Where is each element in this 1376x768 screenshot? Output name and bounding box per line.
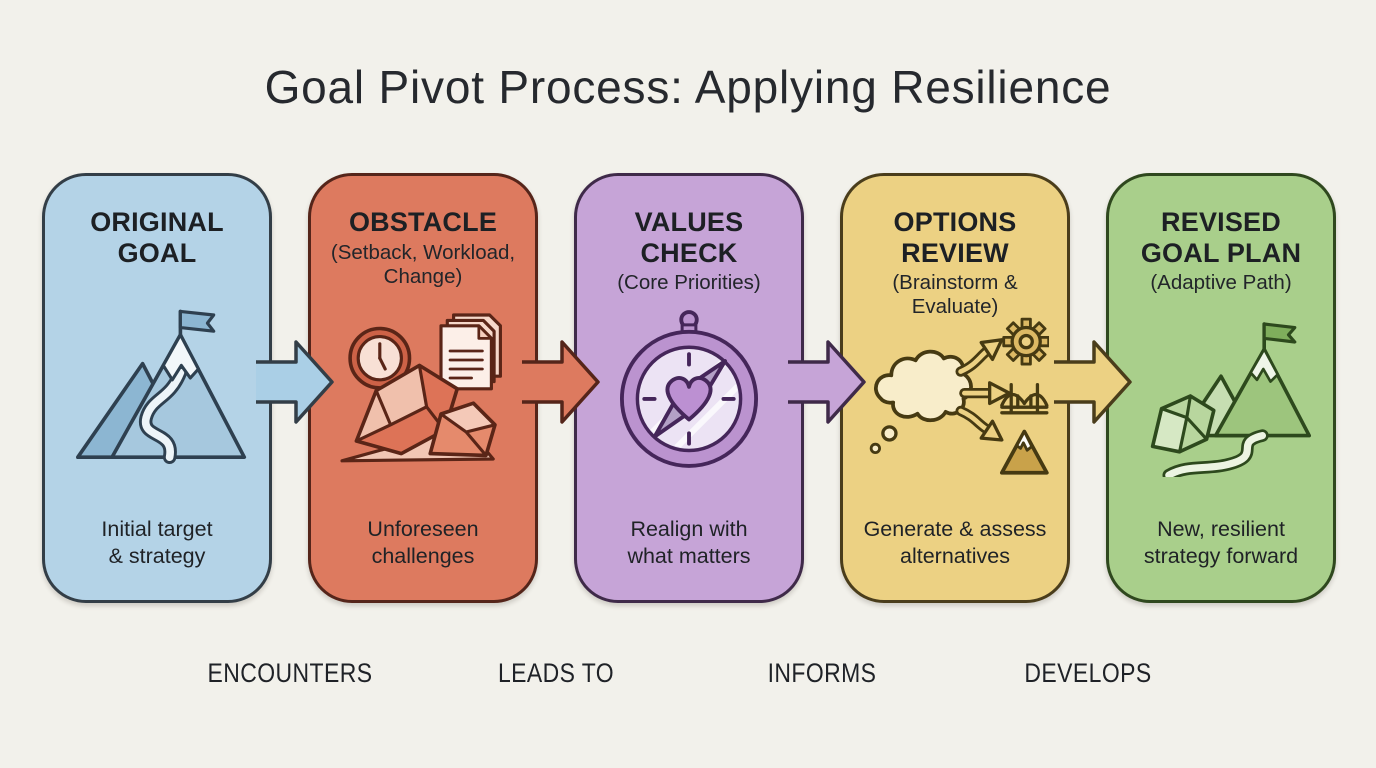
- flow-arrow-3: [788, 340, 866, 424]
- winding-path-mountains-icon: [1131, 306, 1311, 482]
- stage-obstacle: OBSTACLE (Setback, Workload, Change): [308, 173, 538, 603]
- connector-label-encounters: ENCOUNTERS: [207, 658, 373, 688]
- stage-revised-goal-plan: REVISED GOAL PLAN (Adaptive Path): [1106, 173, 1336, 603]
- stage-heading: OBSTACLE: [348, 207, 498, 237]
- brainstorm-options-icon: [861, 306, 1051, 489]
- stage-heading: ORIGINAL GOAL: [90, 207, 224, 268]
- stage-options-review: OPTIONS REVIEW (Brainstorm & Evaluate): [840, 173, 1070, 603]
- stage-original-goal: ORIGINAL GOAL Initial target: [42, 173, 272, 603]
- stage-description: Unforeseen challenges: [367, 516, 479, 568]
- stage-values-check: VALUES CHECK (Core Priorities): [574, 173, 804, 603]
- stage-description: Initial target & strategy: [101, 516, 213, 568]
- flow-arrow-2: [522, 340, 600, 424]
- stage-heading: REVISED GOAL PLAN: [1140, 207, 1302, 268]
- mountain-flag-icon: [67, 306, 247, 482]
- stage-subtitle: (Core Priorities): [617, 271, 761, 294]
- stage-description: New, resilient strategy forward: [1143, 516, 1299, 568]
- connector-label-informs: INFORMS: [767, 658, 877, 688]
- page-title: Goal Pivot Process: Applying Resilience: [264, 61, 1112, 113]
- stage-description: Generate & assess alternatives: [863, 516, 1047, 568]
- heart-compass-icon: [603, 306, 775, 483]
- connector-label-develops: DEVELOPS: [1024, 658, 1152, 688]
- rocks-clock-papers-icon: [333, 306, 513, 482]
- stage-heading: OPTIONS REVIEW: [893, 207, 1017, 268]
- flow-arrow-4: [1054, 340, 1132, 424]
- stage-subtitle: (Brainstorm & Evaluate): [892, 271, 1018, 319]
- connector-label-leads-to: LEADS TO: [497, 658, 615, 688]
- flow-arrow-1: [256, 340, 334, 424]
- stage-heading: VALUES CHECK: [634, 207, 744, 268]
- stage-description: Realign with what matters: [627, 516, 751, 568]
- stage-subtitle: (Adaptive Path): [1150, 271, 1292, 294]
- stage-subtitle: (Setback, Workload, Change): [330, 240, 516, 288]
